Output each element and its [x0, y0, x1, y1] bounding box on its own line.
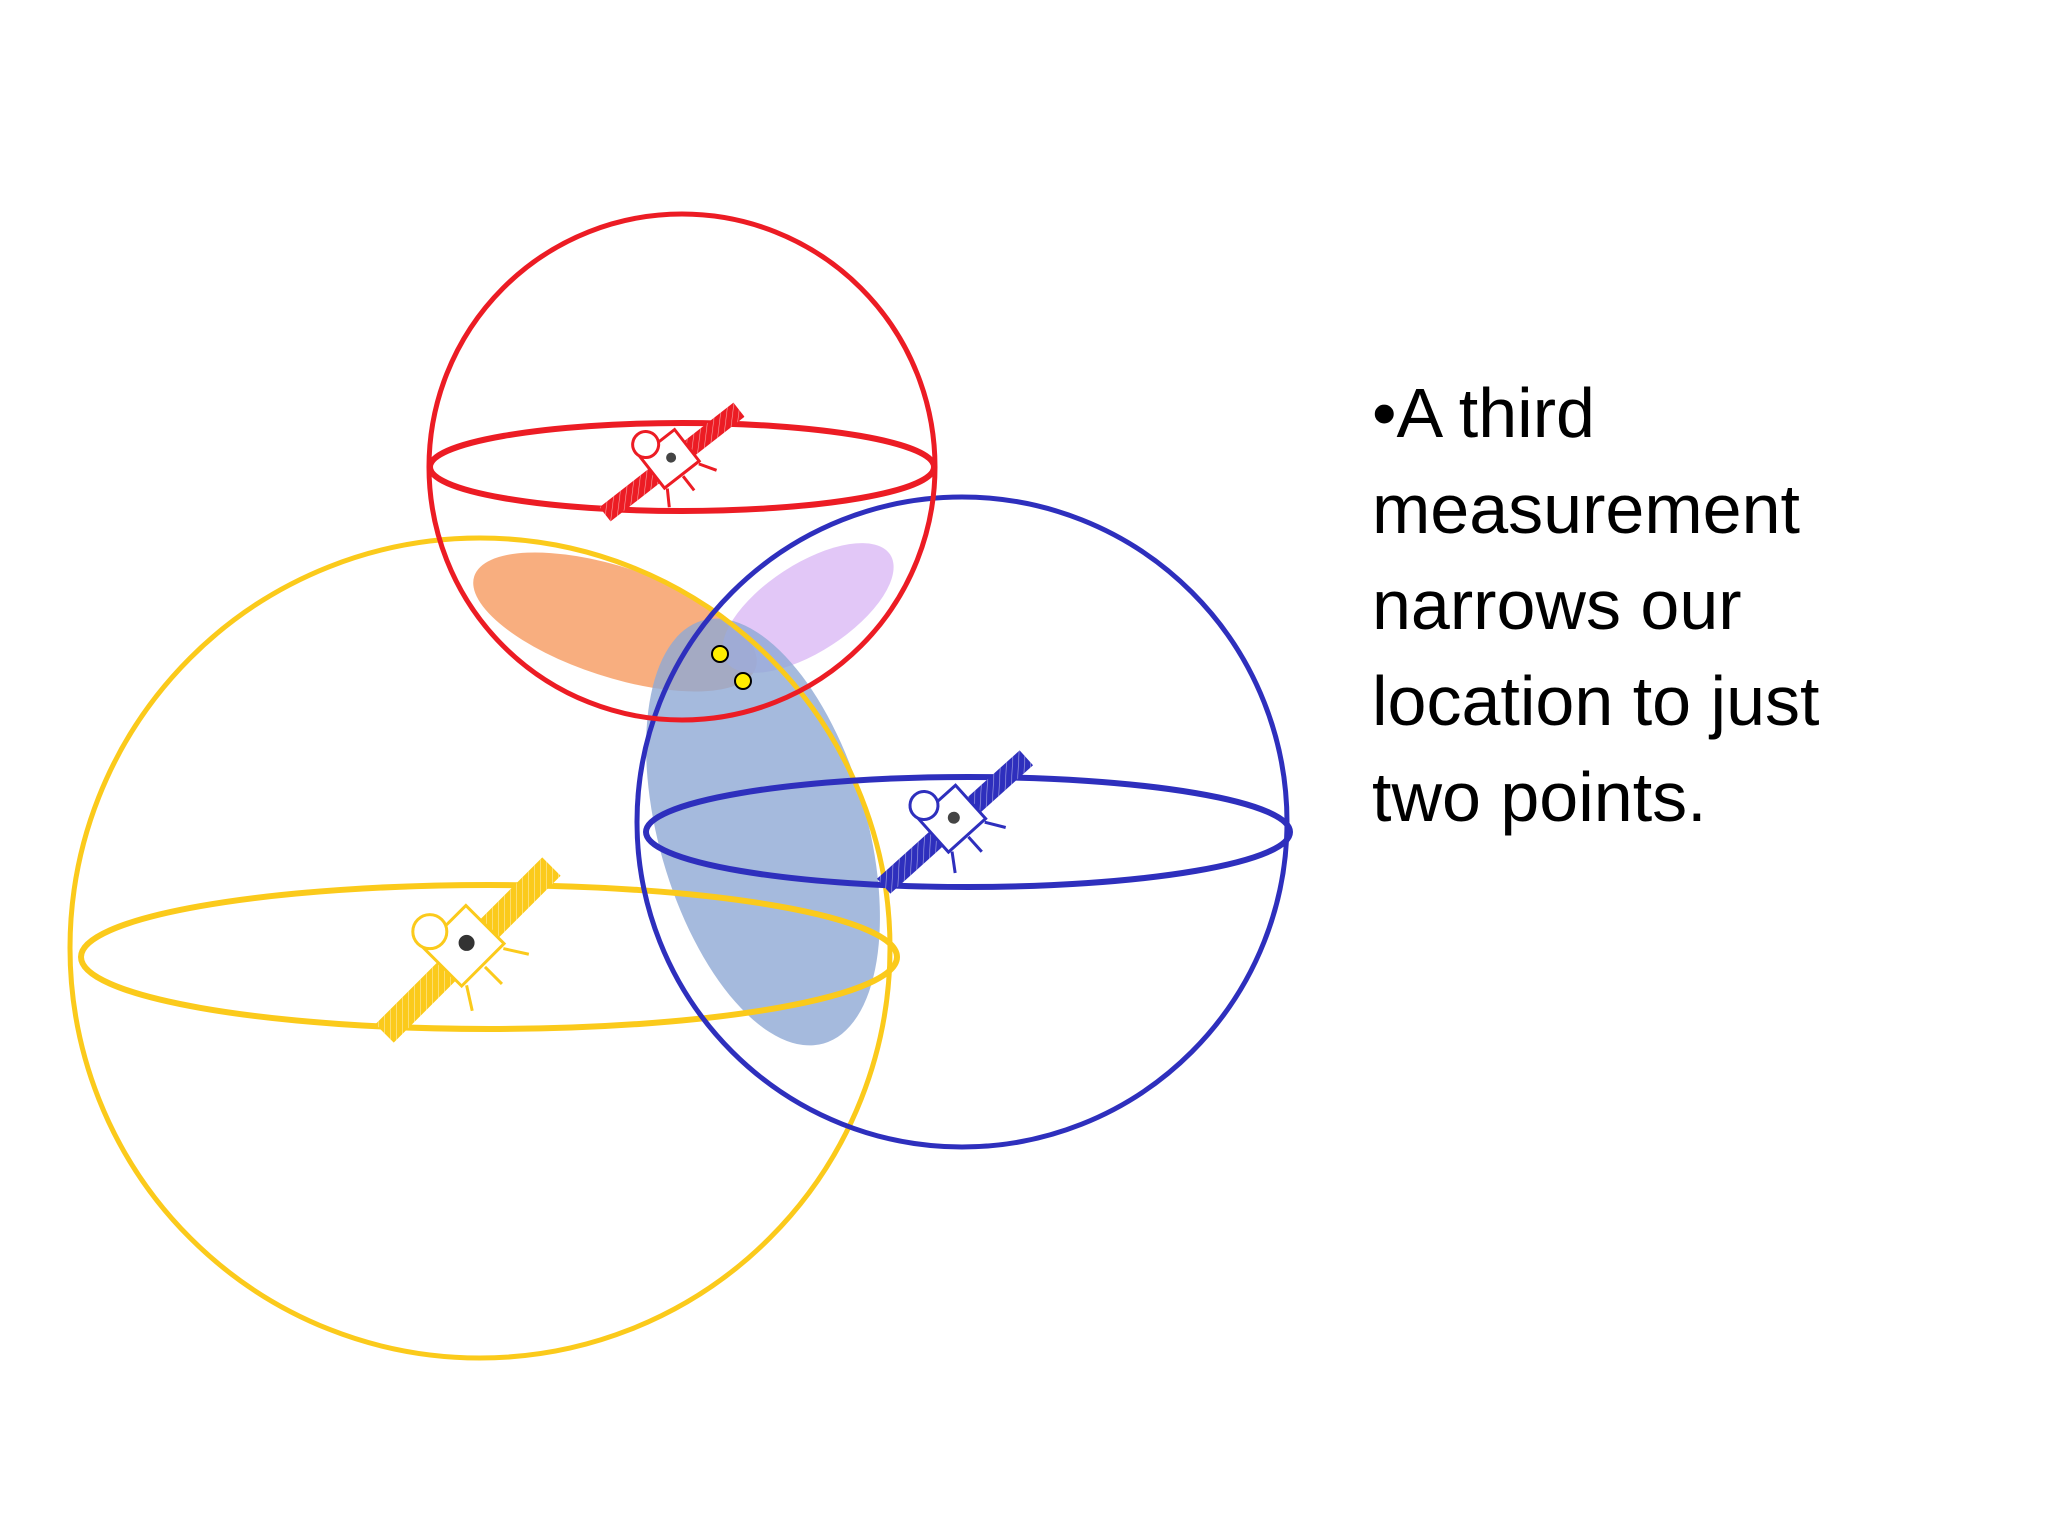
- solution-point-icon: [711, 645, 729, 663]
- solution-point-icon: [734, 672, 752, 690]
- bullet-line-2: measurement: [1372, 470, 1800, 548]
- yellow-sphere: [67, 535, 900, 1361]
- bullet-text: •A third measurement narrows our locatio…: [1372, 365, 1992, 845]
- red-satellite-icon: [599, 402, 745, 522]
- bullet-icon: •: [1372, 374, 1397, 452]
- bullet-line-5: two points.: [1372, 758, 1707, 836]
- blue-sphere: [634, 494, 1293, 1150]
- bullet-line-3: narrows our: [1372, 566, 1742, 644]
- bullet-line-1-text: A third: [1396, 374, 1595, 452]
- bullet-line-4: location to just: [1372, 662, 1820, 740]
- blue-satellite-icon: [876, 750, 1034, 894]
- solution-points: [711, 645, 752, 690]
- yellow-sphere-equator: [78, 882, 900, 1032]
- bullet-line-1: •A third: [1372, 365, 1992, 461]
- red-sphere-equator: [427, 420, 937, 514]
- red-sphere: [426, 211, 938, 723]
- yellow-sphere-outline: [67, 535, 893, 1361]
- blue-sphere-equator: [643, 774, 1293, 890]
- yellow-satellite-icon: [375, 857, 561, 1043]
